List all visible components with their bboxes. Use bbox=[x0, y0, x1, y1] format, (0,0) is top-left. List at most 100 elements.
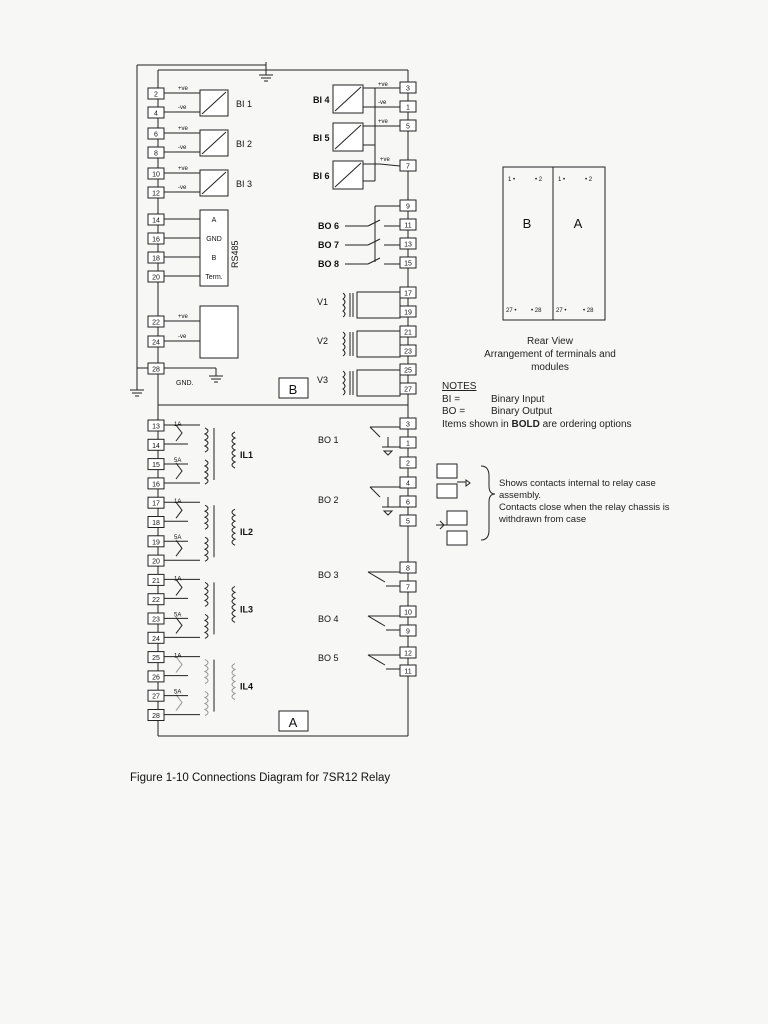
terminal-bi-neg bbox=[147, 106, 165, 119]
bi-label: BI 1 bbox=[236, 99, 252, 109]
note-bold-word: BOLD bbox=[511, 418, 540, 430]
rs485-row: GND bbox=[206, 236, 222, 243]
bi-diagonal bbox=[334, 124, 362, 150]
terminal-number: 3 bbox=[406, 422, 410, 429]
pos-label: +ve bbox=[178, 126, 189, 132]
terminal-number: 18 bbox=[152, 520, 160, 527]
terminal-number: 13 bbox=[152, 424, 160, 431]
terminal-a-left bbox=[147, 573, 165, 586]
terminal-number: 17 bbox=[404, 291, 412, 298]
current-input-label: IL2 bbox=[240, 527, 253, 537]
bi-diagonal bbox=[201, 131, 227, 155]
wire bbox=[379, 163, 401, 167]
note-bo-term: BO = bbox=[442, 406, 466, 417]
terminal-a-left bbox=[147, 689, 165, 702]
terminal-number: 4 bbox=[154, 111, 158, 118]
bo-label: BO 6 bbox=[318, 221, 339, 231]
terminal-a-right bbox=[399, 561, 417, 574]
module-a-label-box bbox=[278, 710, 309, 732]
note-bold: Items shown in BOLD are ordering options bbox=[442, 419, 632, 432]
terminal-rs485 bbox=[147, 251, 165, 264]
bo-label: BO 1 bbox=[318, 435, 339, 445]
ct-primary-5a bbox=[175, 539, 183, 557]
terminal-a-left bbox=[147, 477, 165, 490]
terminal-a-right bbox=[399, 580, 417, 593]
terminal-number: 2 bbox=[154, 92, 158, 99]
terminal-number: 4 bbox=[406, 481, 410, 488]
terminal-a-right bbox=[399, 605, 417, 618]
bi-diagonal bbox=[201, 171, 227, 195]
terminal-number: 14 bbox=[152, 443, 160, 450]
terminal-a-left bbox=[147, 419, 165, 432]
legend-terminal bbox=[446, 510, 468, 526]
terminal-a-left bbox=[147, 535, 165, 548]
terminal-number: 26 bbox=[152, 674, 160, 681]
note-bo: BO = Binary Output bbox=[442, 406, 632, 419]
rv-terminal-label: 1 • bbox=[508, 177, 515, 183]
bi-diagonal bbox=[201, 91, 227, 115]
neg-label: -ve bbox=[178, 185, 187, 191]
neg-label: -ve bbox=[178, 145, 187, 151]
terminal-a-left bbox=[147, 593, 165, 606]
terminal-number: 24 bbox=[152, 636, 160, 643]
rating-1a: 1A bbox=[174, 576, 181, 582]
terminal-number: 28 bbox=[152, 367, 160, 374]
contact-arm bbox=[367, 571, 386, 583]
bo-label: BO 5 bbox=[318, 653, 339, 663]
legend-terminal bbox=[446, 530, 468, 546]
rv-terminal-label: • 2 bbox=[535, 177, 543, 183]
terminal-a-right bbox=[399, 436, 417, 449]
legend-contact bbox=[465, 479, 471, 487]
terminal-b-right bbox=[399, 256, 417, 269]
rs485-row: A bbox=[212, 217, 217, 224]
terminal-number: 25 bbox=[152, 655, 160, 662]
terminal-number: 20 bbox=[152, 559, 160, 566]
terminal-a-left bbox=[147, 670, 165, 683]
terminal-number: 13 bbox=[404, 242, 412, 249]
terminal-number: 14 bbox=[152, 218, 160, 225]
rs485-label: RS485 bbox=[230, 240, 240, 268]
terminal-a-right bbox=[399, 476, 417, 489]
contact-arm bbox=[367, 615, 386, 627]
terminal-number: 23 bbox=[404, 349, 412, 356]
terminal-b-right bbox=[399, 119, 417, 132]
neg-label: -ve bbox=[178, 334, 187, 340]
note-bi-term: BI = bbox=[442, 393, 461, 405]
terminal-b-right bbox=[399, 199, 417, 212]
terminal-bi-neg bbox=[147, 186, 165, 199]
pos-label: +ve bbox=[178, 166, 189, 172]
ct-primary-5a bbox=[175, 694, 183, 711]
terminal-number: 16 bbox=[152, 481, 160, 488]
terminal-number: 28 bbox=[152, 713, 160, 720]
terminal-b-right bbox=[399, 100, 417, 113]
ct-winding-1a bbox=[203, 504, 209, 530]
bo-label: BO 8 bbox=[318, 259, 339, 269]
contact-arm bbox=[369, 486, 381, 498]
terminal-number: 7 bbox=[406, 585, 410, 592]
rv-terminal-label: • 28 bbox=[531, 308, 542, 314]
ct-primary-1a bbox=[175, 424, 183, 442]
note-bold-prefix: Items shown in bbox=[442, 418, 512, 430]
bi-label: BI 2 bbox=[236, 139, 252, 149]
rv-module-b: B bbox=[523, 216, 532, 231]
vt-coil bbox=[342, 370, 346, 396]
current-input-label: IL3 bbox=[240, 604, 253, 614]
terminal-number: 8 bbox=[154, 151, 158, 158]
vt-coil bbox=[342, 292, 346, 318]
terminal-rs485 bbox=[147, 213, 165, 226]
ct-primary-1a bbox=[175, 656, 183, 673]
ct-winding-5a bbox=[203, 613, 209, 639]
rear-view-case bbox=[502, 166, 606, 321]
contact-arm bbox=[367, 219, 381, 227]
terminal-number: 7 bbox=[406, 164, 410, 171]
note-bo-def: Binary Output bbox=[491, 406, 553, 417]
terminal-a-left bbox=[147, 458, 165, 471]
terminal-number: 27 bbox=[152, 694, 160, 701]
vt-winding bbox=[356, 369, 401, 397]
figure-caption: Figure 1-10 Connections Diagram for 7SR1… bbox=[130, 772, 391, 784]
module-b-label: B bbox=[289, 382, 298, 397]
terminal-a-left bbox=[147, 438, 165, 451]
ct-primary-5a bbox=[175, 462, 183, 480]
terminal-number: 11 bbox=[404, 669, 411, 676]
ct-winding-1a bbox=[203, 427, 209, 453]
